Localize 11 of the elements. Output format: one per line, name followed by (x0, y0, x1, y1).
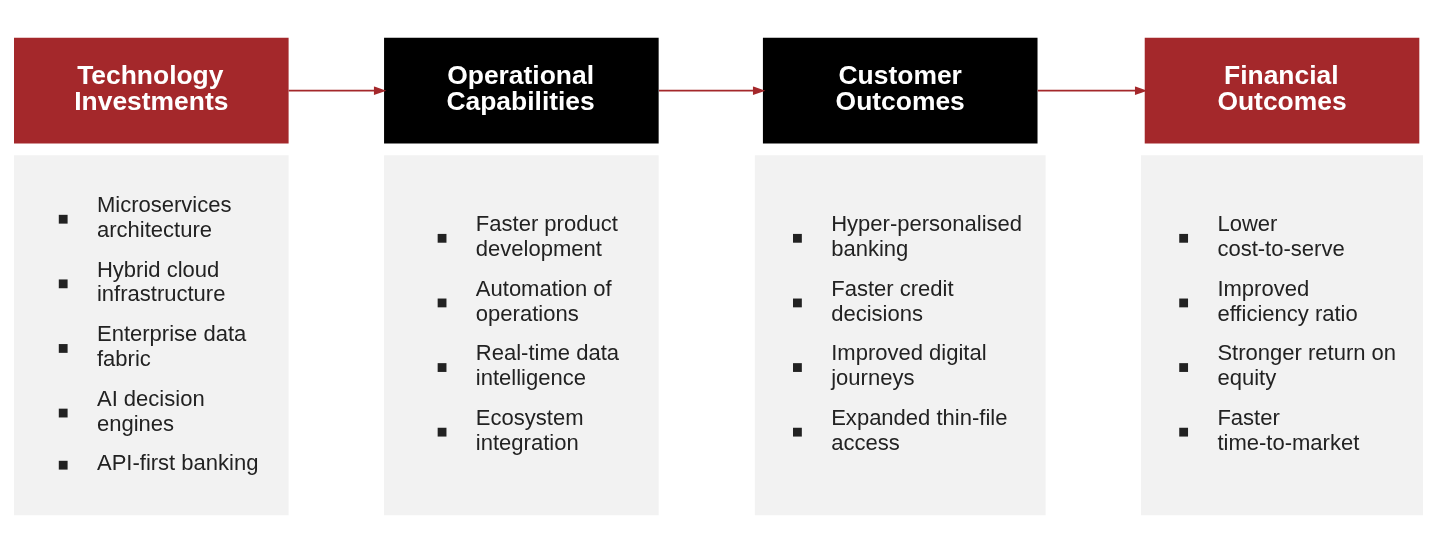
node-box: Lower cost-to-serve Improved efficiency ratio Stronger return on equity Faster time-to-market (1141, 154, 1423, 515)
arrow (287, 85, 387, 95)
node-box: Financial Outcomes (1144, 37, 1420, 144)
node-box: Hyper-personalised banking Faster credit decisions Improved digital journeys Expanded thin-file access (754, 154, 1046, 515)
arrow (1036, 85, 1148, 95)
node-box: Technology Investments (14, 37, 289, 144)
node-box: Microservices architecture Hybrid cloud infrastructure Enterprise data fabric AI decision engines API-first banking (14, 154, 289, 515)
node-box: Operational Capabilities (384, 37, 659, 144)
arrow (658, 85, 766, 95)
node-box: Faster product development Automation of operations Real-time data intelligence Ecosystem integration (384, 154, 659, 515)
node-box: Customer Outcomes (762, 37, 1038, 144)
